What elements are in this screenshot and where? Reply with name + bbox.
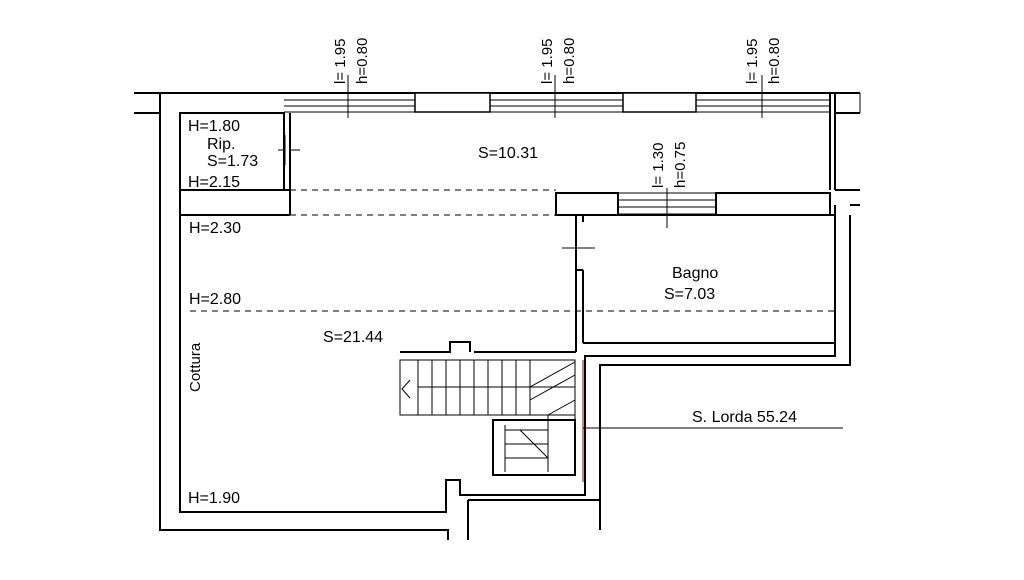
upper-room-area: S=10.31 [478,145,538,162]
rip-height-top: H=1.80 [188,118,240,135]
bagno-name: Bagno [672,265,718,282]
window-1-length: l= 1.95 [332,39,349,84]
top-window-band [284,92,830,113]
outer-walls [134,92,861,540]
height-230: H=2.30 [189,220,241,237]
window-1-height: h=0.80 [354,38,371,84]
staircase [399,341,584,482]
window-markers [347,75,763,118]
height-280: H=2.80 [189,291,241,308]
main-room-area: S=21.44 [323,329,383,346]
rip-name: Rip. [207,136,235,153]
window-3-length: l= 1.95 [744,39,761,84]
rip-niche [179,112,300,215]
gross-area-label: S. Lorda 55.24 [692,409,797,426]
window-2-length: l= 1.95 [539,39,556,84]
window-2-height: h=0.80 [561,38,578,84]
window-4-height: h=0.75 [672,142,689,188]
height-lines [190,189,835,312]
height-190: H=1.90 [188,490,240,507]
bagno-area: S=7.03 [664,286,715,303]
rip-area: S=1.73 [207,153,258,170]
rip-height-bottom: H=2.15 [188,174,240,191]
window-3-height: h=0.80 [766,38,783,84]
cottura-label: Cottura [187,342,204,392]
interior-walls [180,188,835,353]
window-4-length: l= 1.30 [650,143,667,188]
